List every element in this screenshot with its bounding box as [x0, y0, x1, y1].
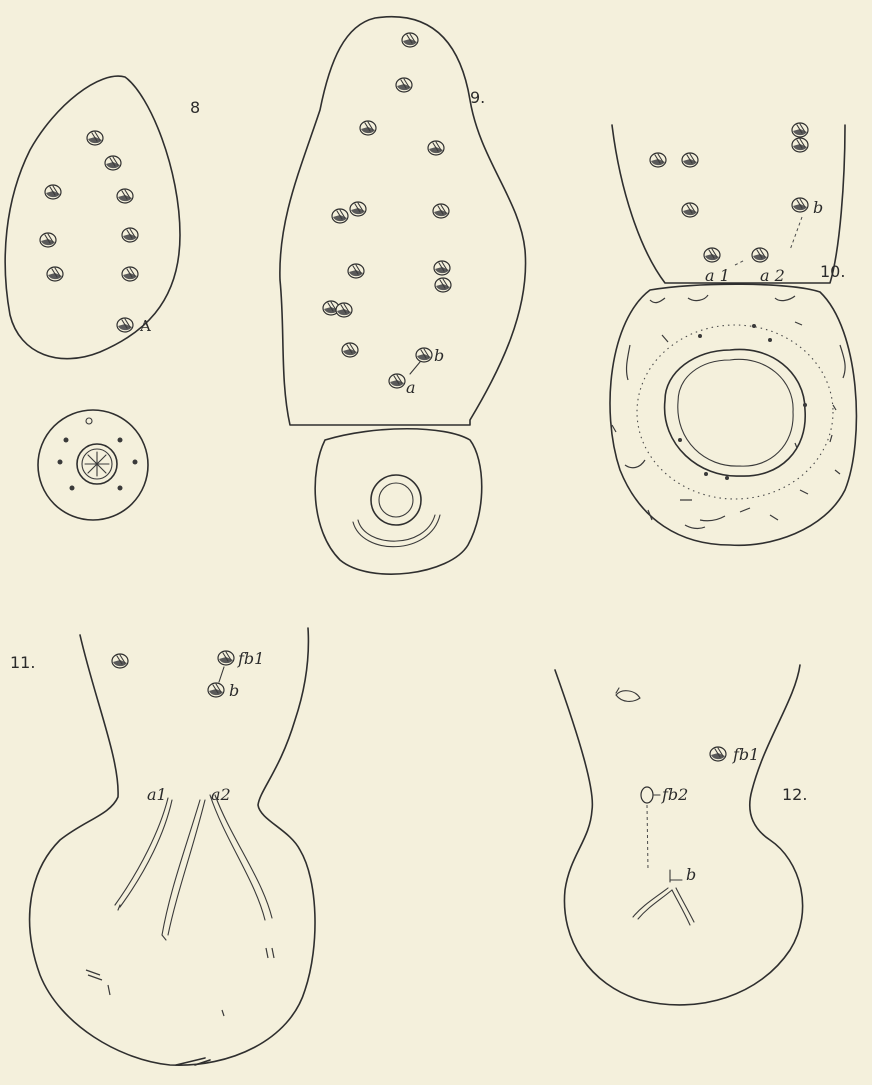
fig11-fibers — [115, 795, 272, 940]
fig11-label-fb1: fb1 — [237, 649, 264, 668]
fig10-label-a2: a 2 — [760, 266, 785, 285]
fig9-nuclei — [323, 33, 451, 388]
fig9-number: 9. — [470, 88, 485, 107]
fig10-label-b: b — [813, 198, 823, 217]
fig12-fibers — [633, 888, 694, 925]
fig8-cell-outline — [5, 76, 180, 359]
fig12-label-fb1: fb1 — [732, 745, 759, 764]
fig12-nucleus-fb2 — [641, 787, 653, 803]
figure-9: b a 9. — [280, 17, 526, 574]
fig11-cell-outline — [30, 628, 315, 1065]
fig12-nucleus-fb1 — [710, 747, 726, 761]
fig11-nucleus-b — [208, 683, 224, 697]
fig10-number: 10. — [820, 262, 845, 281]
fig10-cross-section — [610, 284, 856, 545]
figure-12: fb1 fb2 b 12. — [555, 665, 807, 1005]
figure-11: fb1 b a1 a2 11. — [10, 628, 315, 1065]
fig11-label-b: b — [229, 681, 239, 700]
fig8-nuclei — [40, 131, 138, 332]
fig11-nucleus-fb1 — [218, 651, 234, 665]
fig8-cross-section — [38, 410, 148, 520]
figure-10: b a 1 a 2 10. — [610, 123, 856, 545]
fig11-nucleus-1 — [112, 654, 128, 668]
fig9-cross-section — [315, 429, 482, 574]
fig12-nucleus-1 — [616, 691, 640, 702]
fig10-label-a1: a 1 — [705, 266, 730, 285]
figure-8: A 8 — [5, 76, 200, 520]
fig11-label-a2: a2 — [211, 785, 231, 804]
fig8-number: 8 — [190, 98, 200, 117]
fig11-label-a1: a1 — [147, 785, 167, 804]
fig12-label-fb2: fb2 — [661, 785, 688, 804]
fig12-label-b: b — [686, 865, 696, 884]
fig12-number: 12. — [782, 785, 807, 804]
fig9-label-a: a — [406, 378, 416, 397]
fig12-cell-outline — [555, 665, 803, 1005]
fig10-nuclei — [650, 123, 808, 262]
fig8-label-A: A — [139, 317, 151, 335]
fig10-cell-outline — [612, 125, 845, 283]
fig9-label-b: b — [434, 346, 444, 365]
fig11-number: 11. — [10, 653, 35, 672]
